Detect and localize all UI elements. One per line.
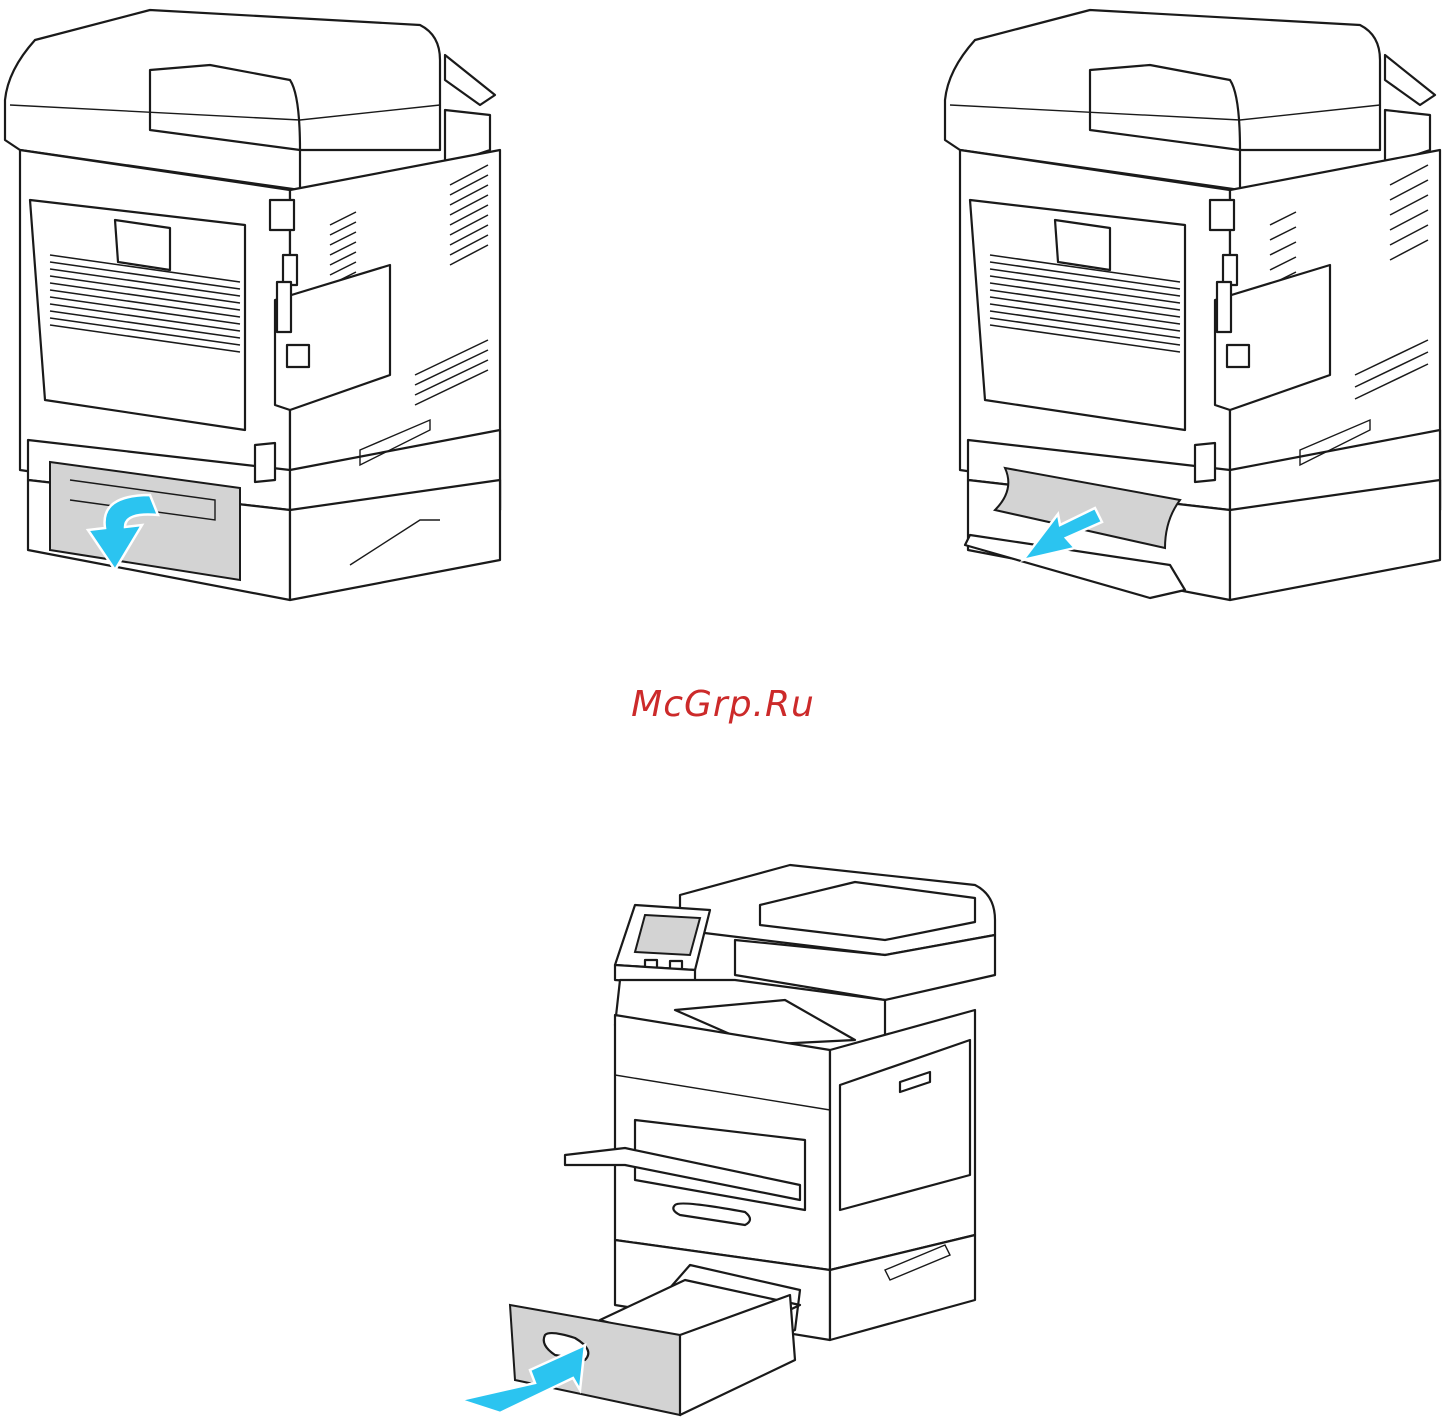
step-2-printer-rear-view xyxy=(940,0,1445,610)
step-1-printer-rear-view xyxy=(0,0,505,610)
step-3-printer-front-view xyxy=(455,860,1000,1417)
printer-rear-illustration-1 xyxy=(0,0,505,610)
watermark-text: McGrp.Ru xyxy=(0,684,1446,725)
printer-rear-illustration-2 xyxy=(940,0,1445,610)
printer-front-illustration xyxy=(455,860,1000,1417)
touch-screen xyxy=(635,915,700,955)
